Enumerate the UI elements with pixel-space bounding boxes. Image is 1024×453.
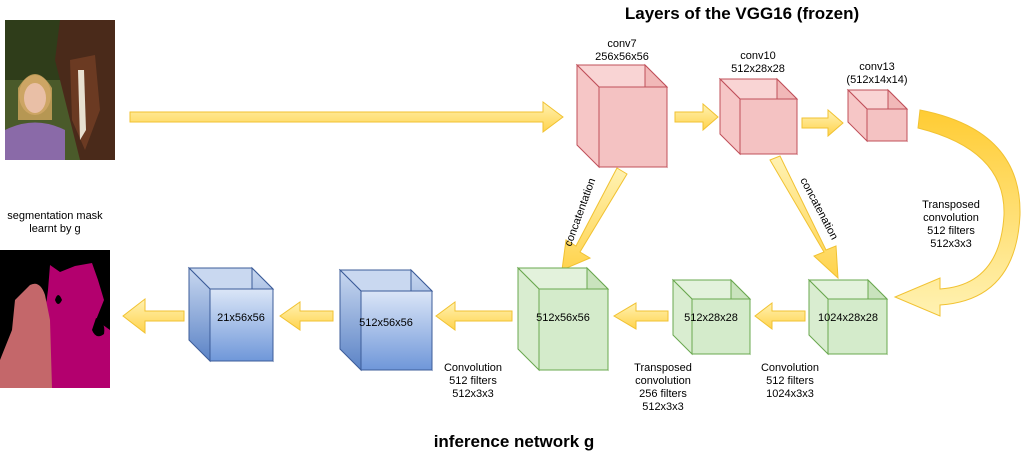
- conv13-label: conv13 (512x14x14): [846, 61, 907, 87]
- arrow-to-512x56-blue: [279, 301, 334, 331]
- conv10-dims: 512x28x28: [731, 63, 785, 75]
- vgg-conv10-cube: [718, 77, 799, 156]
- arrow-to-mask: [122, 297, 185, 335]
- input-arrow: [129, 101, 564, 133]
- conv10-label: conv10 512x28x28: [731, 50, 785, 76]
- mask-caption-line2: learnt by g: [29, 223, 81, 235]
- vgg-conv13-cube: [846, 88, 909, 143]
- op-transposed-mid-line3: 256 filters: [639, 388, 687, 400]
- op-transposed-right-line2: convolution: [923, 212, 979, 224]
- op-conv-left-line1: Convolution: [443, 362, 503, 374]
- op-transposed-right-line4: 512x3x3: [930, 238, 972, 250]
- conv7-dims: 256x56x56: [595, 51, 649, 63]
- transposed-curve-arrow: [893, 109, 1021, 317]
- block-512x28x28: [671, 278, 752, 356]
- op-conv-left-line2: 512 filters: [449, 375, 497, 387]
- mask-caption: segmentation mask learnt by g: [7, 210, 102, 236]
- op-conv-right-line2: 512 filters: [766, 375, 814, 387]
- conv13-name: conv13: [859, 61, 895, 73]
- op-conv-left: Convolution 512 filters 512x3x3: [444, 362, 502, 401]
- arrow-conv10-conv13: [801, 108, 844, 138]
- op-transposed-mid-line2: convolution: [635, 375, 691, 387]
- conv7-name: conv7: [607, 38, 637, 50]
- concat-right-arrow: [769, 155, 839, 280]
- block-21x56x56-label: 21x56x56: [217, 312, 265, 324]
- conv13-dims: (512x14x14): [846, 74, 908, 86]
- op-transposed-right-line1: Transposed: [922, 199, 980, 211]
- op-conv-right-line3: 1024x3x3: [766, 388, 814, 400]
- block-512x28x28-label: 512x28x28: [684, 312, 738, 324]
- block-512x56x56-green-label: 512x56x56: [536, 312, 590, 324]
- op-transposed-mid-line1: Transposed: [634, 362, 692, 374]
- segmentation-mask: [0, 250, 110, 388]
- block-512x56x56-green: [516, 266, 610, 372]
- mask-caption-line1: segmentation mask: [7, 210, 103, 222]
- op-transposed-right-line3: 512 filters: [927, 225, 975, 237]
- conv10-name: conv10: [740, 50, 776, 62]
- top-title: Layers of the VGG16 (frozen): [624, 4, 860, 23]
- block-1024x28x28: [807, 278, 889, 356]
- arrow-to-512x28: [613, 302, 669, 330]
- arrow-conv7-conv10: [674, 102, 719, 132]
- block-1024x28x28-label: 1024x28x28: [818, 312, 878, 324]
- arrow-to-512x56-green: [435, 301, 513, 331]
- arrow-to-1024: [754, 301, 806, 331]
- op-conv-right: Convolution 512 filters 1024x3x3: [761, 362, 819, 401]
- vgg-conv7-cube: [575, 63, 669, 169]
- conv7-label: conv7 256x56x56: [595, 38, 649, 64]
- bottom-title: inference network g: [433, 432, 595, 451]
- block-512x56x56-blue: [338, 268, 434, 372]
- op-transposed-right: Transposed convolution 512 filters 512x3…: [922, 199, 980, 251]
- op-conv-right-line1: Convolution: [760, 362, 820, 374]
- block-21x56x56: [187, 266, 275, 363]
- op-transposed-mid-line4: 512x3x3: [642, 401, 684, 413]
- block-512x56x56-blue-label: 512x56x56: [359, 317, 413, 329]
- op-transposed-mid: Transposed convolution 256 filters 512x3…: [634, 362, 692, 414]
- input-photo: [5, 20, 115, 160]
- op-conv-left-line3: 512x3x3: [452, 388, 494, 400]
- concat-left-arrow: [561, 167, 628, 271]
